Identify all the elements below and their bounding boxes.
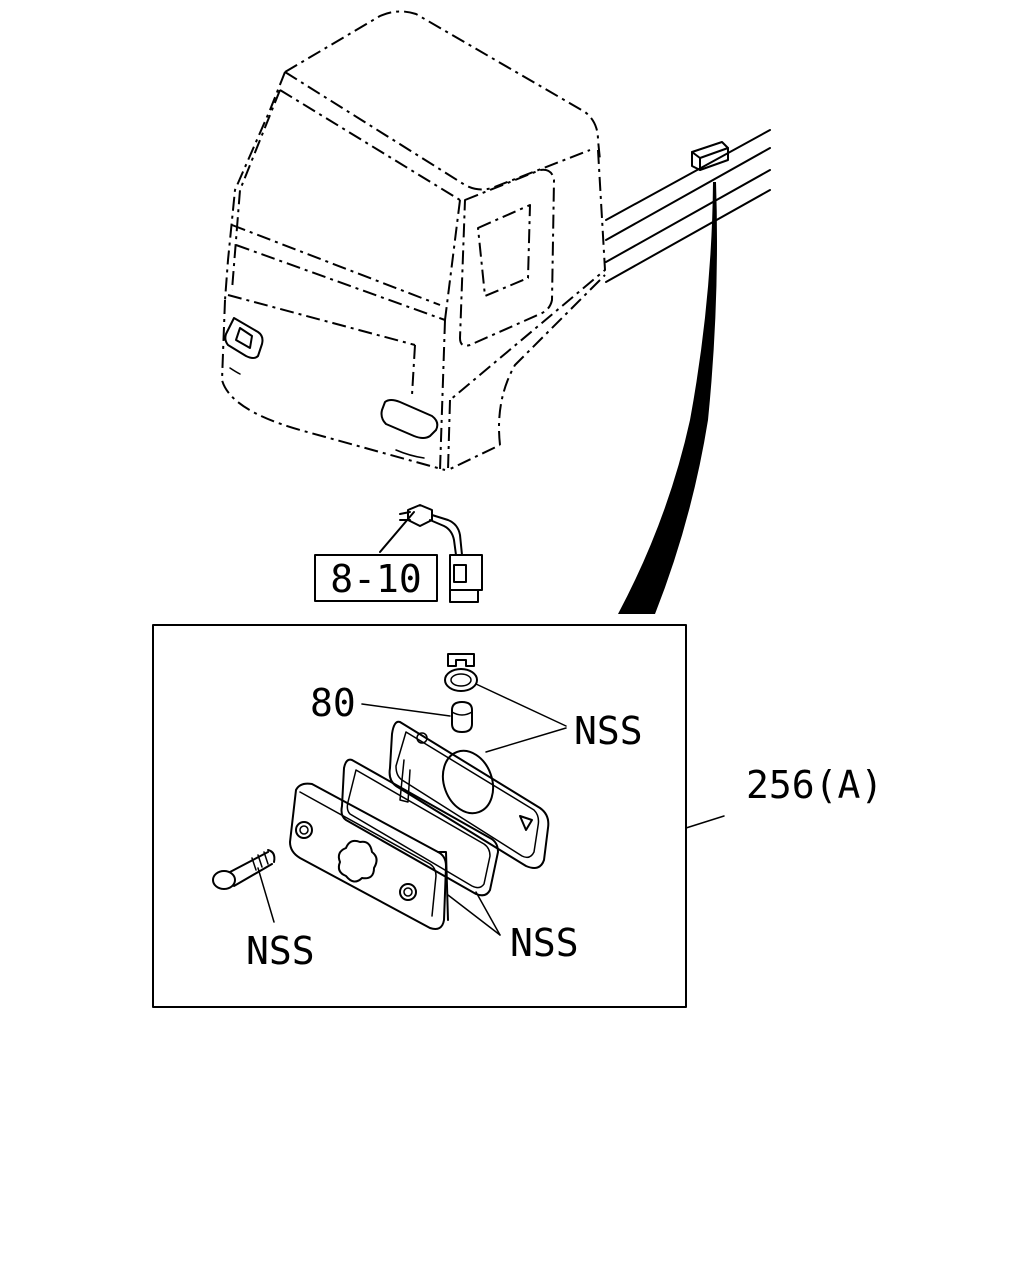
callout-screw-nss: NSS — [246, 929, 315, 973]
lamp-lens — [289, 782, 449, 930]
callout-socket-nss: NSS — [574, 709, 643, 753]
truck-cab-drawing — [221, 10, 771, 471]
lamp-housing — [388, 720, 550, 869]
callout-assembly: 256(A) — [746, 763, 883, 807]
leader-lines — [257, 683, 725, 936]
harness-connector — [379, 504, 483, 603]
screw — [212, 849, 276, 890]
callout-lens-nss: NSS — [510, 921, 579, 965]
reference-box — [314, 554, 438, 602]
bulb-socket — [444, 653, 478, 692]
detail-frame — [152, 624, 687, 1008]
leader-wedge — [618, 182, 717, 614]
gasket — [340, 758, 499, 897]
callout-bulb: 80 — [310, 681, 356, 725]
bulb — [451, 701, 473, 733]
reference-label: 8-10 — [330, 557, 422, 601]
